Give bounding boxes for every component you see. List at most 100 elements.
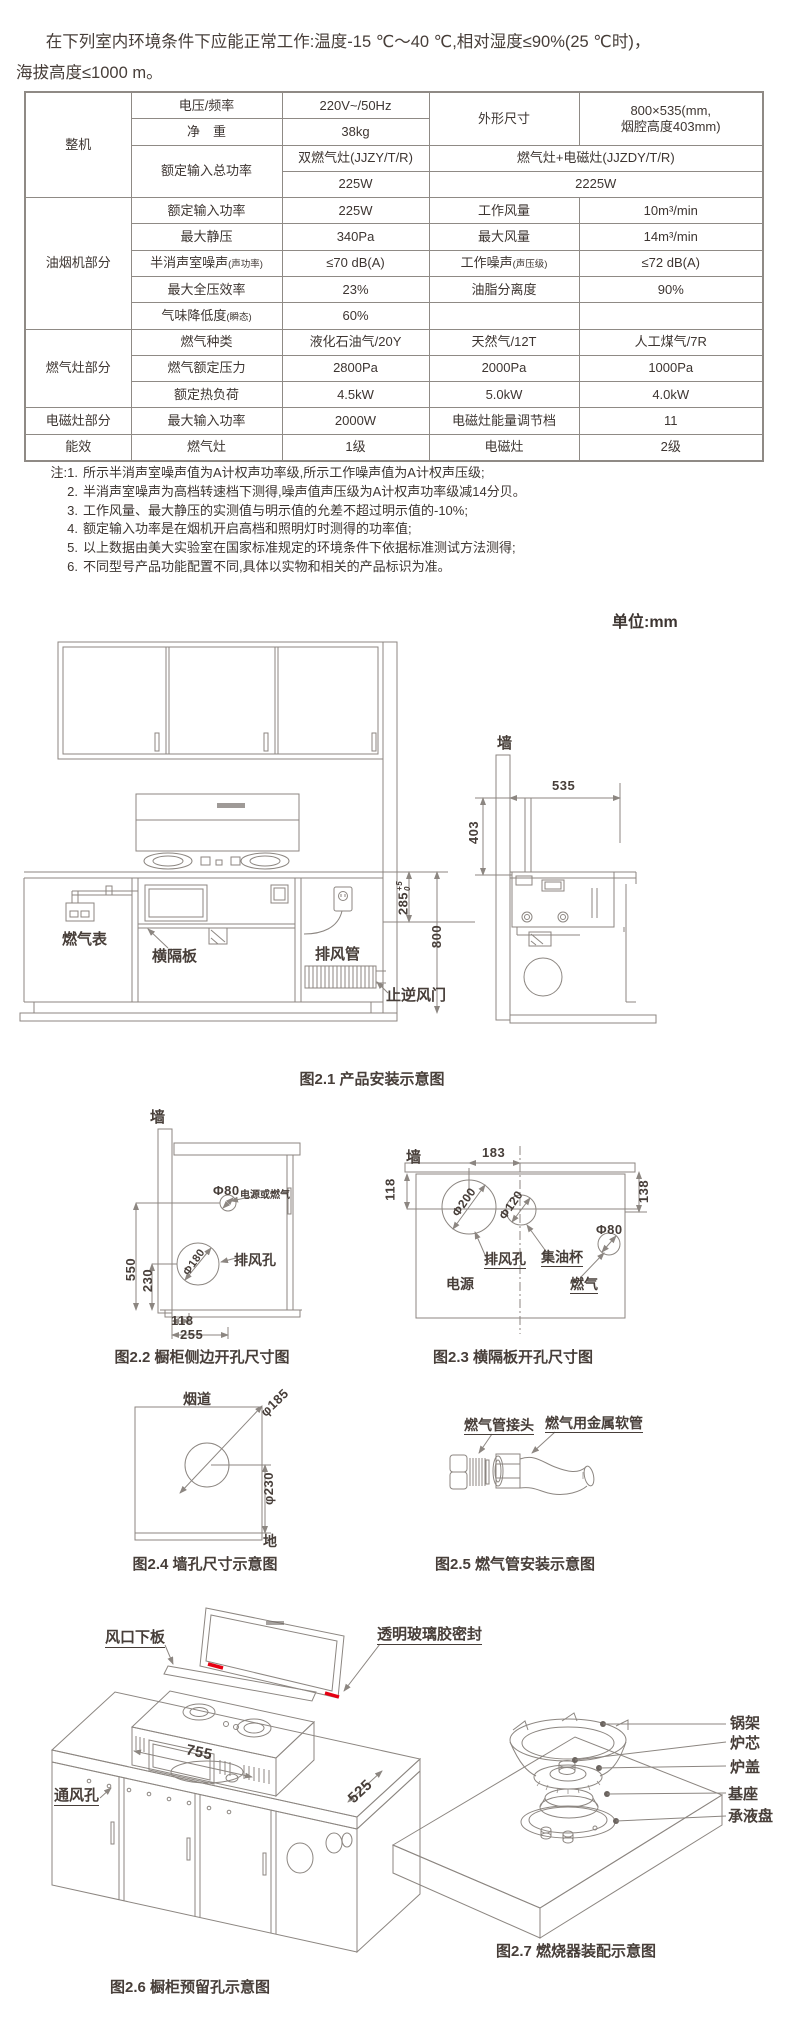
- heat-load-v1: 4.5kW: [281, 381, 430, 409]
- fig22-label-vent-hole: 排风孔: [234, 1252, 276, 1268]
- note-num: 注:1.: [50, 465, 78, 480]
- raised-lid: [163, 1607, 345, 1702]
- note-text: 不同型号产品功能配置不同,具体以实物和相关的产品标识为准。: [83, 558, 451, 574]
- burner-core: [533, 1760, 603, 1794]
- fig23-label-power: 电源: [446, 1276, 474, 1292]
- total-power-label: 额定输入总功率: [130, 144, 283, 199]
- empty-cell-1: [428, 302, 580, 330]
- fig21-dim-535: 535: [552, 778, 576, 793]
- static-pressure-value: 340Pa: [281, 223, 430, 251]
- induction-power-value: 2000W: [281, 407, 430, 435]
- fig26-label-vent: 通风孔: [54, 1787, 100, 1806]
- group-energy: 能效: [24, 433, 132, 462]
- gas-meter-drawing: [65, 885, 138, 922]
- fig22-dim-255: 255: [180, 1327, 204, 1342]
- spec-table: 整机 电压/频率 220V~/50Hz 外形尺寸 800×535(mm, 烟腔高…: [24, 91, 764, 462]
- hood-power-label: 额定输入功率: [130, 197, 283, 225]
- fig21-label-gas-meter: 燃气表: [62, 931, 108, 948]
- fig22-dim-550: 550: [123, 1257, 139, 1282]
- grease-label: 油脂分离度: [428, 275, 580, 304]
- note-num: 3.: [67, 502, 78, 518]
- note-text: 额定输入功率是在烟机开启高档和照明灯时测得的功率值;: [83, 521, 412, 537]
- fig26-drawing: [50, 1607, 422, 1954]
- fig21-label-duct: 排风管: [315, 946, 361, 963]
- weight-value: 38kg: [281, 118, 430, 146]
- static-pressure-label: 最大静压: [130, 223, 283, 251]
- side-view: [475, 754, 657, 1024]
- wall-and-panel: [404, 1146, 636, 1334]
- leader-lines: [99, 1643, 381, 1799]
- fig23-caption: 图2.3 横隔板开孔尺寸图: [432, 1349, 594, 1366]
- front-dimensions: [383, 871, 475, 1014]
- fig27-label-base: 基座: [728, 1786, 759, 1803]
- fig24-drawing: [134, 1405, 271, 1541]
- pipe-connector: [449, 1454, 490, 1490]
- burner-base: [539, 1788, 599, 1819]
- pan-support: [509, 1712, 629, 1777]
- max-air-value: 14m³/min: [578, 223, 764, 251]
- dims-value-line1: 800×535(mm,: [630, 102, 712, 118]
- base-cabinets: [51, 1761, 421, 1954]
- fig22-caption: 图2.2 橱柜侧边开孔尺寸图: [114, 1349, 290, 1366]
- air-volume-value: 10m³/min: [578, 197, 764, 225]
- noise-chamber-label: 半消声室噪声(声功率): [130, 249, 283, 277]
- odor-label: 气味降低度(瞬态): [130, 302, 283, 330]
- heat-load-label: 额定热负荷: [130, 381, 283, 409]
- stove-slab: [391, 1736, 724, 1939]
- leader-lines: [572, 1721, 727, 1824]
- efficiency-value: 23%: [281, 275, 430, 304]
- fig22-dim-80: Φ80: [213, 1183, 240, 1198]
- fig22-label-wall: 墙: [150, 1109, 166, 1126]
- note-num: 5.: [67, 540, 78, 556]
- gas-pressure-v2: 2000Pa: [428, 354, 580, 383]
- fig21-dim-800: 800: [429, 924, 445, 949]
- fig27-label-burner-core: 炉芯: [730, 1735, 761, 1752]
- dims-value-line2: 烟腔高度403mm): [620, 118, 721, 134]
- group-hood: 油烟机部分: [24, 197, 132, 330]
- fig23-dim-118: 118: [382, 1178, 398, 1201]
- fig25-caption: 图2.5 燃气管安装示意图: [434, 1556, 596, 1573]
- fig22-dim-118: 118: [171, 1313, 194, 1328]
- efficiency-label: 最大全压效率: [130, 275, 283, 304]
- energy-gas-label: 燃气灶: [130, 433, 283, 462]
- induction-levels-label: 电磁灶能量调节档: [428, 407, 580, 435]
- dims-value: 800×535(mm, 烟腔高度403mm): [578, 91, 764, 146]
- fig25-drawing: [449, 1431, 595, 1495]
- note-text: 所示半消声室噪声值为A计权声功率级,所示工作噪声值为A计权声压级;: [83, 465, 485, 480]
- fig21-label-check-valve: 止逆风门: [386, 987, 447, 1004]
- socket-and-duct: [303, 886, 389, 994]
- drip-pan: [520, 1805, 616, 1844]
- fig23-label-wall: 墙: [406, 1149, 422, 1166]
- total-power-v2: 2225W: [428, 170, 764, 199]
- work-noise-value: ≤72 dB(A): [578, 249, 764, 277]
- fig24-label-flue: 烟道: [183, 1391, 211, 1407]
- fig25-label-hose: 燃气用金属软管: [545, 1415, 643, 1433]
- energy-induction-value: 2级: [578, 433, 764, 462]
- odor-value: 60%: [281, 302, 430, 330]
- group-whole: 整机: [24, 91, 132, 199]
- empty-cell-2: [578, 302, 764, 330]
- noise-chamber-value: ≤70 dB(A): [281, 249, 430, 277]
- fig24-label-ground: 地: [263, 1533, 277, 1549]
- stove-burners: [143, 852, 290, 870]
- group-induction: 电磁灶部分: [24, 407, 132, 435]
- note-num: 4.: [67, 521, 78, 537]
- fig24-dim-230: φ230: [261, 1472, 276, 1505]
- fig26-label-seal: 透明玻璃胶密封: [377, 1626, 483, 1645]
- gas-type-v2: 天然气/12T: [428, 328, 580, 356]
- fig23-dim-183: 183: [482, 1145, 506, 1160]
- fig21-caption: 图2.1 产品安装示意图: [299, 1071, 445, 1088]
- weight-label: 净 重: [130, 118, 283, 146]
- notes: 注:1.所示半消声室噪声值为A计权声功率级,所示工作噪声值为A计权声压级; 2.…: [28, 464, 772, 577]
- fig23-dim-138: 138: [636, 1179, 652, 1204]
- dims-label: 外形尺寸: [428, 91, 580, 146]
- total-power-head2: 燃气灶+电磁灶(JJZDY/T/R): [428, 144, 764, 172]
- fig21-drawing: [19, 641, 657, 1024]
- fig23-label-vent-hole: 排风孔: [484, 1251, 526, 1269]
- total-power-head1: 双燃气灶(JJZY/T/R): [281, 144, 430, 172]
- voltage-label: 电压/频率: [130, 91, 283, 120]
- energy-induction-label: 电磁灶: [428, 433, 580, 462]
- fig23-label-gas: 燃气: [570, 1276, 598, 1294]
- metal-hose: [492, 1453, 595, 1495]
